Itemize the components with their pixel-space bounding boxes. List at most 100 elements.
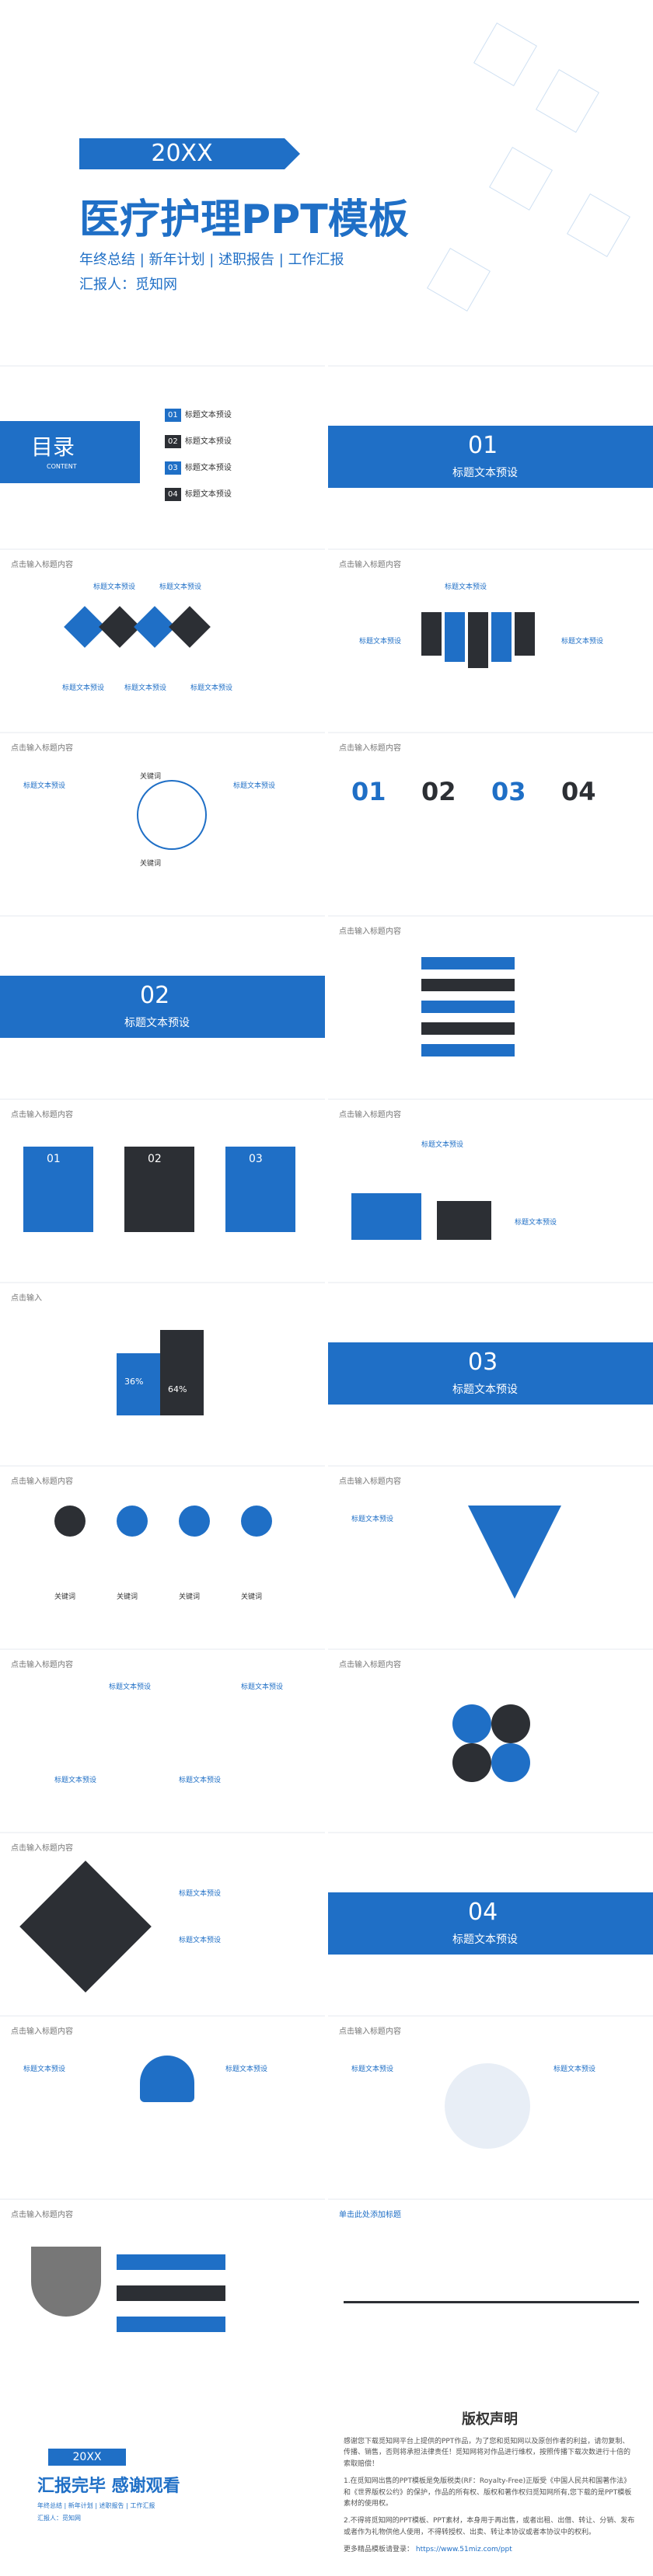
bar-shape xyxy=(421,979,515,991)
arrow-shape xyxy=(117,2254,225,2270)
section-title: 标题文本预设 xyxy=(452,1934,518,1946)
person-icon xyxy=(179,1506,210,1537)
lock-shape xyxy=(437,1201,491,1240)
keyword: 关键词 xyxy=(179,1593,201,1601)
bar-shape xyxy=(491,612,512,662)
label: 标题文本预设 xyxy=(109,1683,152,1691)
arrow-shape xyxy=(117,2285,225,2301)
bar-shape xyxy=(421,612,442,656)
label: 标题文本预设 xyxy=(179,1777,222,1784)
cover-slide: 20XX 医疗护理PPT模板 年终总结 | 新年计划 | 述职报告 | 工作汇报… xyxy=(0,0,653,365)
bar-shape xyxy=(160,1330,204,1415)
section-number: 01 xyxy=(468,432,498,459)
section-number: 03 xyxy=(468,1349,498,1376)
closing-subtitle: 年终总结 | 新年计划 | 述职报告 | 工作汇报 xyxy=(37,2502,155,2509)
card-number: 03 xyxy=(249,1153,263,1165)
card-shape xyxy=(225,1147,295,1232)
slide-header: 点击输入标题内容 xyxy=(11,2211,73,2219)
label: 标题文本预设 xyxy=(190,684,233,692)
section-slide-04: 04 标题文本预设 xyxy=(328,1832,653,2014)
section-band: 03 标题文本预设 xyxy=(328,1342,653,1405)
section-band: 04 标题文本预设 xyxy=(328,1892,653,1955)
bar-shape xyxy=(445,612,465,662)
card-shape xyxy=(124,1147,194,1232)
slide-header: 点击输入标题内容 xyxy=(339,928,401,936)
closing-title: 汇报完毕 感谢观看 xyxy=(37,2477,180,2496)
slide-header: 点击输入标题内容 xyxy=(11,1844,73,1853)
section-slide-02: 02 标题文本预设 xyxy=(0,915,325,1097)
cover-subtitle: 年终总结 | 新年计划 | 述职报告 | 工作汇报 xyxy=(79,252,344,268)
label: 标题文本预设 xyxy=(124,684,167,692)
content-slide: 点击输入标题内容 01 02 03 04 xyxy=(328,732,653,914)
keyword: 关键词 xyxy=(140,773,162,781)
content-slide: 点击输入标题内容 xyxy=(0,2198,325,2380)
slide-header: 点击输入标题内容 xyxy=(11,1111,73,1119)
keyword: 关键词 xyxy=(140,860,162,868)
bar-shape xyxy=(468,612,488,668)
content-slide: 点击输入标题内容 01 02 03 xyxy=(0,1098,325,1280)
section-slide-03: 03 标题文本预设 xyxy=(328,1282,653,1464)
hexagon-decoration xyxy=(473,23,537,86)
slide-header: 点击输入标题内容 xyxy=(11,2028,73,2036)
person-icon xyxy=(241,1506,272,1537)
big-number: 03 xyxy=(491,777,526,806)
toc-item[interactable]: 02 标题文本预设 xyxy=(165,432,232,458)
timeline-line xyxy=(344,2301,639,2303)
big-number: 01 xyxy=(351,777,386,806)
content-slide: 点击输入标题内容 关键词 关键词 标题文本预设 标题文本预设 xyxy=(0,732,325,914)
section-title: 标题文本预设 xyxy=(452,1384,518,1396)
section-band: 01 标题文本预设 xyxy=(328,426,653,488)
toc-item[interactable]: 03 标题文本预设 xyxy=(165,458,232,485)
copyright-paragraph: 感谢您下载觅知网平台上提供的PPT作品，为了您和觅知网以及原创作者的利益，请勿复… xyxy=(344,2438,631,2468)
toc-band: 目录 CONTENT xyxy=(0,421,140,483)
toc-content-label: CONTENT xyxy=(47,463,77,470)
content-slide: 单击此处添加标题 xyxy=(328,2198,653,2380)
closing-author: 汇报人：觅知网 xyxy=(37,2515,81,2522)
card-number: 02 xyxy=(148,1153,162,1165)
toc-item[interactable]: 04 标题文本预设 xyxy=(165,485,232,511)
content-slide: 点击输入标题内容 标题文本预设 标题文本预设 xyxy=(328,2015,653,2197)
circle-shape xyxy=(452,1743,491,1782)
percent-label: 64% xyxy=(168,1384,187,1394)
copyright-link[interactable]: 更多精品模板请登录： https://www.51miz.com/ppt xyxy=(344,2546,512,2554)
slide-header: 点击输入标题内容 xyxy=(339,1478,401,1486)
copyright-title: 版权声明 xyxy=(462,2411,518,2428)
keyword: 关键词 xyxy=(241,1593,263,1601)
content-slide: 点击输入 36% 64% xyxy=(0,1282,325,1464)
arrow-shape xyxy=(117,2317,225,2332)
slide-header: 点击输入标题内容 xyxy=(11,744,73,753)
hexagon-decoration xyxy=(427,248,491,312)
slide-header: 点击输入标题内容 xyxy=(11,1478,73,1486)
hexagon-decoration xyxy=(567,193,630,257)
label: 标题文本预设 xyxy=(179,1890,222,1898)
label: 标题文本预设 xyxy=(359,638,402,646)
label: 标题文本预设 xyxy=(553,2066,596,2073)
slide-header: 点击输入标题内容 xyxy=(339,561,401,569)
stethoscope-image xyxy=(445,2063,530,2149)
lock-shape xyxy=(351,1193,421,1240)
copyright-paragraph: 1.在觅知网出售的PPT模板是免版税类(RF：Royalty-Free)正版受《… xyxy=(344,2477,632,2508)
keyword: 关键词 xyxy=(117,1593,138,1601)
toc-item[interactable]: 01 标题文本预设 xyxy=(165,406,232,432)
label: 标题文本预设 xyxy=(421,1141,464,1149)
bar-shape xyxy=(515,612,535,656)
content-slide: 点击输入标题内容 标题文本预设 xyxy=(328,1465,653,1647)
trophy-icon xyxy=(31,2247,101,2317)
slide-header: 点击输入标题内容 xyxy=(339,1661,401,1669)
cover-year: 20XX xyxy=(79,138,300,169)
toc-list: 01 标题文本预设 02 标题文本预设 03 标题文本预设 04 标题文本预设 xyxy=(165,406,232,511)
content-slide: 点击输入标题内容 标题文本预设 标题文本预设 xyxy=(328,1098,653,1280)
hexagon-decoration xyxy=(489,147,553,211)
content-slide: 点击输入标题内容 标题文本预设 标题文本预设 标题文本预设 xyxy=(328,548,653,730)
content-slide: 点击输入标题内容 xyxy=(328,1648,653,1830)
label: 标题文本预设 xyxy=(62,684,105,692)
label: 标题文本预设 xyxy=(515,1219,557,1227)
label: 标题文本预设 xyxy=(93,583,136,591)
label: 标题文本预设 xyxy=(561,638,604,646)
slide-header: 点击输入标题内容 xyxy=(339,744,401,753)
hexagon-decoration xyxy=(536,69,599,133)
copyright-paragraph: 2.不得将觅知网的PPT模板、PPT素材，本身用于再出售，或者出租、出借、转让、… xyxy=(344,2517,635,2536)
bar-shape xyxy=(421,1044,515,1057)
circle-shape xyxy=(491,1743,530,1782)
copyright-slide: 版权声明 感谢您下载觅知网平台上提供的PPT作品，为了您和觅知网以及原创作者的利… xyxy=(326,2394,653,2576)
